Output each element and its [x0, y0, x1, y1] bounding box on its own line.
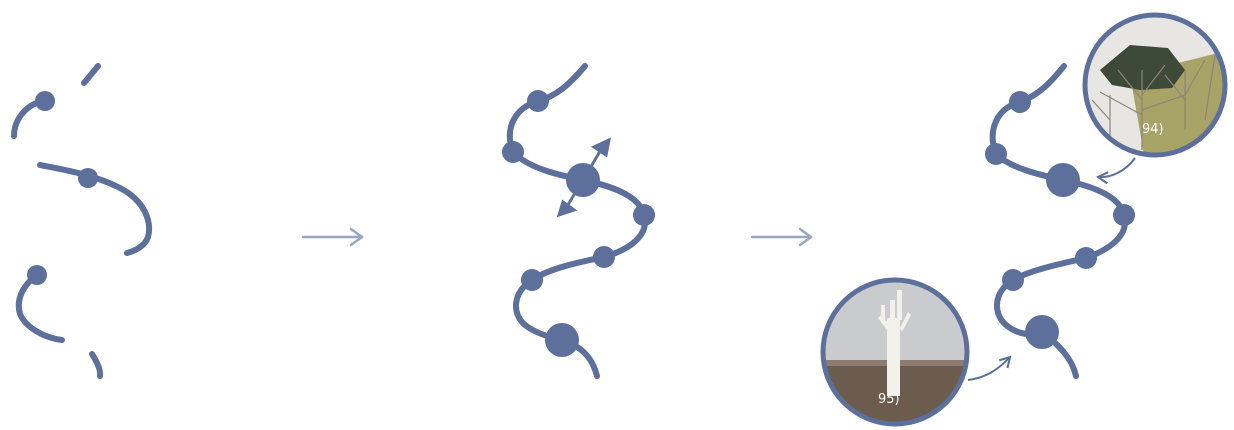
path-node: [1046, 163, 1080, 197]
path-node: [1009, 91, 1031, 113]
path-node: [1075, 247, 1097, 269]
photo-tree-sculpture: 95): [820, 277, 1012, 427]
path-node: [527, 90, 549, 112]
path-node: [593, 246, 615, 268]
step-1-nodes: [27, 91, 98, 285]
continuous-path: [989, 63, 1128, 379]
step-2-nodes: [502, 90, 655, 357]
fragment-bottom-dash: [89, 351, 104, 379]
path-node: [35, 91, 55, 111]
path-node: [1113, 204, 1135, 226]
path-node: [521, 269, 543, 291]
pointer-arrow: [967, 355, 1012, 381]
fragment-top-dash: [81, 63, 101, 86]
path-node: [502, 141, 524, 163]
step-connected-path: [502, 63, 655, 379]
photo-label-95: 95): [878, 392, 900, 407]
step-fragmented-paths: [11, 63, 152, 379]
fragment-middle: [37, 162, 152, 256]
step-3-nodes: [985, 91, 1135, 349]
pointer-arrow: [1095, 157, 1136, 185]
path-node: [27, 265, 47, 285]
fragment-bottom-left: [15, 272, 65, 343]
path-node: [1025, 315, 1059, 349]
photo-landscape-model: 94): [1082, 12, 1228, 185]
continuous-path: [506, 63, 648, 379]
transition-arrow: [301, 227, 364, 247]
step-path-with-photos: 94) 95): [820, 12, 1228, 427]
path-node: [985, 143, 1007, 165]
path-node: [1002, 269, 1024, 291]
path-node: [78, 168, 98, 188]
path-node: [633, 204, 655, 226]
move-handle-icon: [556, 137, 612, 218]
photo-label-94: 94): [1142, 122, 1164, 137]
path-node: [545, 323, 579, 357]
transition-arrow: [750, 227, 813, 247]
